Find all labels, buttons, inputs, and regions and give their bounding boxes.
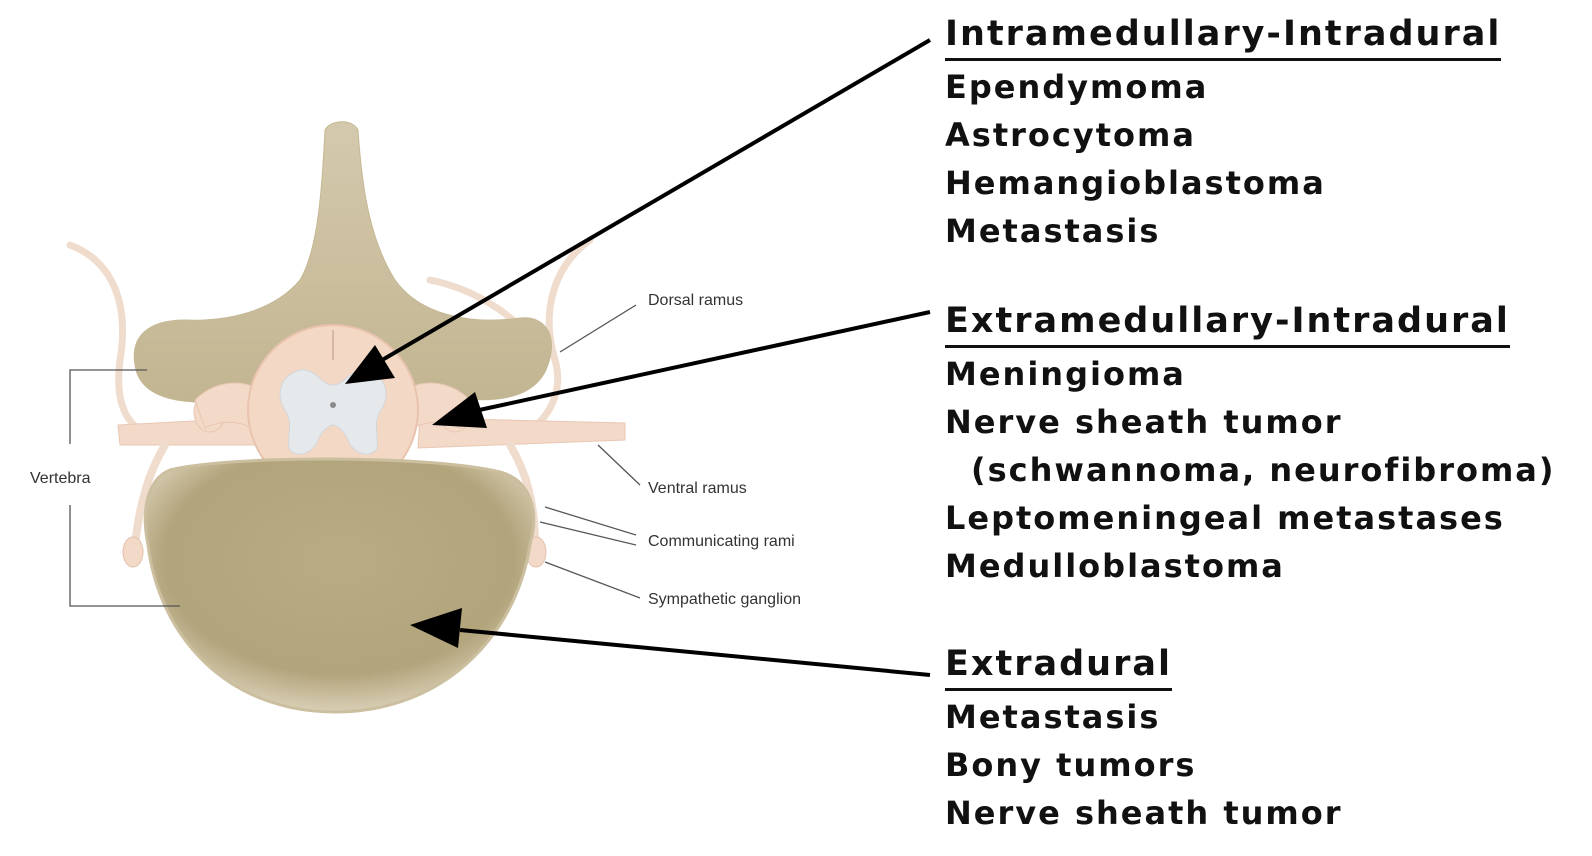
category-extradural: Extradural Metastasis Bony tumors Nerve … xyxy=(945,640,1343,837)
category-arrows xyxy=(345,38,932,677)
list-item: Ependymoma xyxy=(945,68,1209,106)
list-item: Bony tumors xyxy=(945,746,1197,784)
list-item: Astrocytoma xyxy=(945,116,1196,154)
label-leader-lines xyxy=(539,304,641,599)
sympathetic-ganglion-label: Sympathetic ganglion xyxy=(648,591,801,608)
list-item: Metastasis xyxy=(945,698,1161,736)
ventral-ramus-label: Ventral ramus xyxy=(648,480,747,497)
dorsal-ramus-label: Dorsal ramus xyxy=(648,292,743,309)
vertebra-bracket xyxy=(69,369,180,607)
category-title: Intramedullary-Intradural xyxy=(945,10,1502,61)
tumor-list: Ependymoma Astrocytoma Hemangioblastoma … xyxy=(945,63,1501,255)
list-item: Meningioma xyxy=(945,355,1186,393)
sympathetic-chain xyxy=(131,441,539,549)
sympathetic-ganglion-left xyxy=(122,536,144,568)
arrow-intramedullary-head xyxy=(345,345,395,384)
arrow-extradural xyxy=(459,628,931,677)
category-title: Extradural xyxy=(945,640,1172,691)
category-intramedullary-intradural: Intramedullary-Intradural Ependymoma Ast… xyxy=(945,10,1502,255)
tumor-list: Metastasis Bony tumors Nerve sheath tumo… xyxy=(945,693,1343,837)
list-item: Leptomeningeal metastases xyxy=(945,499,1505,537)
category-extramedullary-intradural: Extramedullary-Intradural Meningioma Ner… xyxy=(945,297,1556,590)
list-item: Metastasis xyxy=(945,212,1161,250)
arrow-extramedullary-head xyxy=(432,392,487,428)
list-item: (schwannoma, neurofibroma) xyxy=(971,451,1556,489)
list-item: Hemangioblastoma xyxy=(945,164,1326,202)
list-item: Nerve sheath tumor xyxy=(945,403,1343,441)
list-item: Medulloblastoma xyxy=(945,547,1285,585)
list-item: Nerve sheath tumor xyxy=(945,794,1343,832)
vertebral-body xyxy=(143,457,536,714)
arrow-extradural-head xyxy=(410,608,462,648)
category-title: Extramedullary-Intradural xyxy=(945,297,1510,348)
communicating-rami-label: Communicating rami xyxy=(648,533,795,550)
tumor-list: Meningioma Nerve sheath tumor (schwannom… xyxy=(945,350,1556,590)
arrow-extramedullary xyxy=(469,310,931,414)
vertebra-label: Vertebra xyxy=(30,470,91,487)
arrow-intramedullary xyxy=(363,38,932,372)
